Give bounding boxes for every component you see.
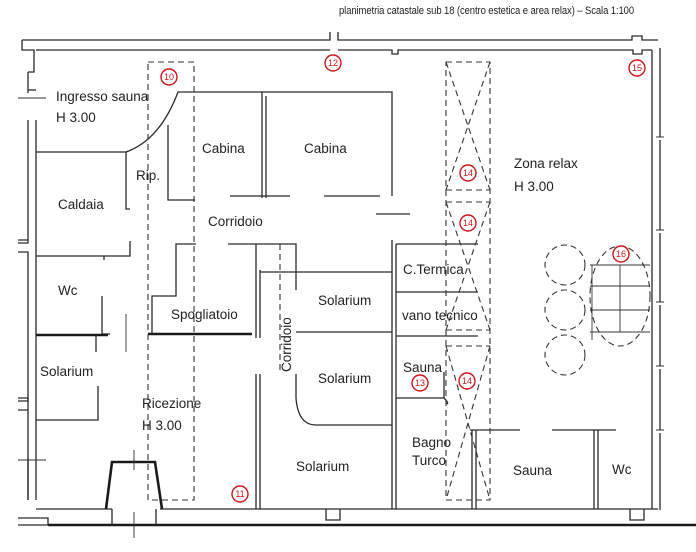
room-label-caldaia: Caldaia [58,197,104,212]
cabina-divider [261,92,267,198]
plan-title: planimetria catastale sub 18 (centro est… [339,5,635,17]
east-block-wall [391,240,397,509]
room-label-rip: Rip. [136,168,160,183]
room-label-spogliatoio: Spogliatoio [171,307,238,322]
entrance-jambs [111,509,157,525]
marker-16-label: 16 [616,249,626,259]
entrance-bay [104,460,164,510]
room-label-ctermica: C.Termica [403,262,464,277]
room-label-solarium-2: Solarium [318,371,371,386]
relax-furniture [544,244,651,376]
room-height-zona-relax: H 3.00 [514,179,554,194]
reference-markers: 10 11 12 13 14 14 14 15 16 [160,54,646,503]
room-height-ingresso: H 3.00 [56,110,96,125]
south-niche-1 [325,509,341,521]
room-label-zona-relax: Zona relax [514,156,578,171]
spogliatoio-left [151,243,196,334]
room-height-ricezione: H 3.00 [142,418,182,433]
room-label-sauna-1: Sauna [403,360,443,375]
marker-14b-label: 14 [463,218,473,228]
marker-10-label: 10 [164,72,174,82]
top-wall-inner [36,49,652,55]
caldaia-wall-bottom [36,241,131,257]
marker-15-label: 15 [632,63,642,73]
room-label-cabina-1: Cabina [202,141,245,156]
corridoio-wall-left [255,244,261,338]
marker-14a-label: 14 [463,168,473,178]
solarium-west-wall [36,386,99,421]
west-window-2 [18,397,29,411]
marker-13-label: 13 [415,378,425,388]
room-label-corridoio-1: Corridoio [208,214,263,229]
room-label-solarium-1: Solarium [318,293,371,308]
x-mark-1 [445,61,491,191]
room-label-ricezione: Ricezione [142,396,201,411]
interior-walls [18,91,616,538]
spogliatoio-top [228,243,392,273]
marker-10: 10 [160,68,178,86]
marker-14-a: 14 [459,164,477,182]
marker-12: 12 [324,54,342,72]
room-label-turco: Turco [412,453,446,468]
room-label-wc-2: Wc [612,462,632,477]
outer-walls [18,32,696,527]
jacuzzi-grid [590,264,650,340]
service-room-walls [396,243,478,337]
marker-11-label: 11 [235,489,244,499]
sauna-left-wall [471,430,477,509]
marker-14c-label: 14 [462,376,472,386]
room-label-wc-1: Wc [58,283,78,298]
ingresso-curve-wall [125,91,262,153]
marker-13: 13 [411,374,429,392]
marker-15: 15 [628,59,646,77]
wc-divider [593,430,599,509]
room-label-ingresso: Ingresso sauna [56,89,149,104]
beam-dividers [446,189,490,347]
marker-12-label: 12 [328,58,338,68]
rip-wall [167,125,195,201]
room-labels: Ingresso sauna H 3.00 Caldaia Rip. Cabin… [40,89,632,478]
caldaia-wall-top [36,151,130,210]
wc-wall-right [101,296,110,335]
south-west-sill [18,517,49,526]
west-window-1 [18,239,29,500]
x-mark-3 [445,345,491,501]
overhead-beam-14 [445,61,491,501]
dashed-overlays [147,61,491,501]
room-label-solarium-3: Solarium [296,459,349,474]
corner-nw [21,40,35,73]
cabina-top-wall [262,91,393,196]
lounger-3 [544,334,586,376]
marker-11: 11 [231,485,249,503]
south-niche-2 [629,509,645,521]
room-label-sauna-2: Sauna [513,463,553,478]
room-label-solarium-4: Solarium [40,364,93,379]
room-label-cabina-2: Cabina [304,141,347,156]
top-wall-outer [22,32,658,41]
solarium-curve-wall [295,374,392,426]
room-label-corridoio-2: Corridoio [279,317,294,372]
marker-16: 16 [612,245,630,263]
corridoio-wall-lower [255,374,261,509]
west-wall-b [27,120,37,500]
east-wall-joints [656,136,664,431]
room-label-vano-tecnico: vano tecnico [402,308,478,323]
sauna-door [443,397,449,405]
axis-ticks [18,97,46,461]
overhead-beam-10 [147,61,195,501]
x-mark-2 [445,201,491,331]
lounger-1 [544,244,586,286]
room-label-bagno: Bagno [412,435,451,450]
lounger-2 [544,289,586,331]
marker-14-b: 14 [459,214,477,232]
marker-14-c: 14 [458,372,476,390]
